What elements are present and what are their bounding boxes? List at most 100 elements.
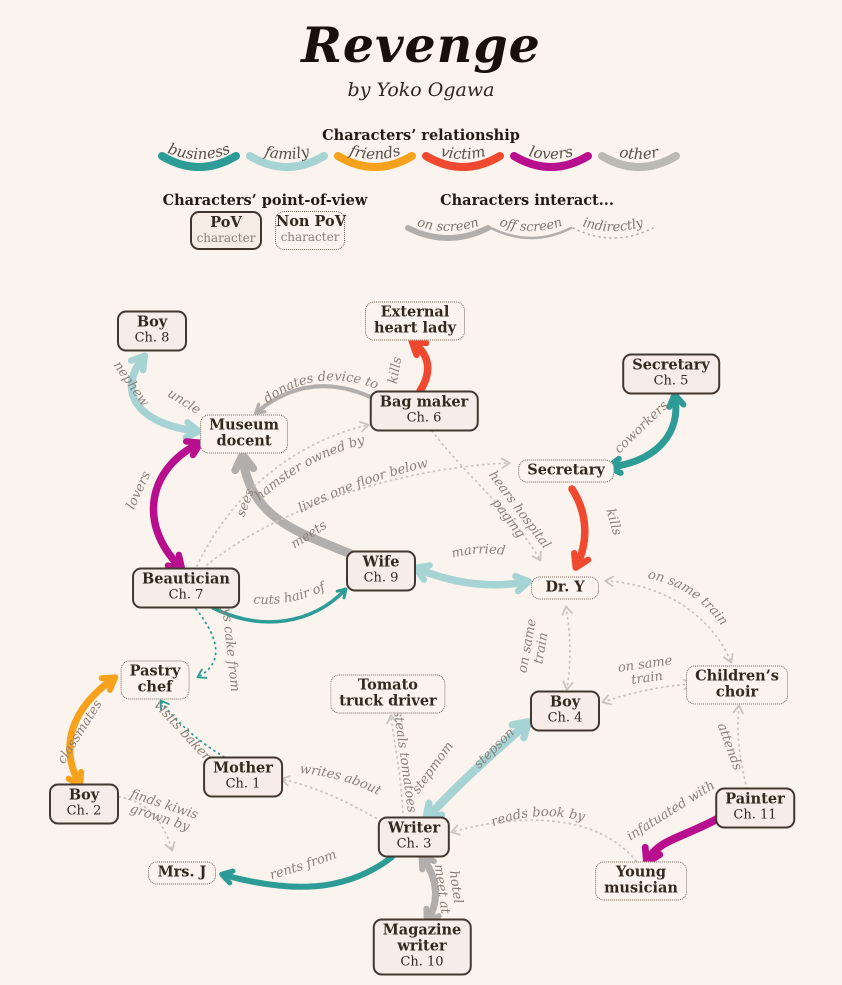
arrowhead	[254, 402, 267, 415]
legend-arc-label: family	[262, 142, 312, 163]
edge-train-dry-choir	[605, 580, 732, 663]
arrowhead	[562, 680, 574, 691]
legend-interact-label: off screen	[498, 215, 564, 235]
edge-label: stepson	[471, 725, 518, 772]
node-mrs-j: Mrs. J	[148, 861, 216, 885]
legend-arc-label: friends	[347, 141, 403, 163]
page-title: Revenge	[301, 16, 541, 74]
legend-arc-label: business	[166, 139, 233, 163]
legend-interact-heading: Characters interact...	[440, 192, 614, 209]
arrowhead	[723, 652, 734, 664]
edge-label: steals tomatoes	[390, 710, 419, 814]
arrowhead	[531, 550, 542, 562]
edge-meet-at-hotel	[419, 854, 439, 924]
edge-married	[414, 565, 530, 589]
edge-rents-from	[221, 854, 395, 890]
edge-kills-heart-lady	[410, 339, 432, 395]
legend-arc-victim	[422, 152, 504, 171]
edge-label: attends	[714, 721, 745, 773]
legend-pov-heading: Characters’ point-of-view	[162, 192, 368, 209]
arrowhead	[359, 421, 370, 433]
arrowhead	[335, 587, 348, 600]
edge-reads-book	[451, 819, 637, 862]
edge-label: on same train	[647, 568, 731, 629]
legend-interact-arc	[489, 226, 573, 240]
legend-arc-label: other	[618, 143, 661, 163]
arrowhead	[500, 457, 511, 469]
legend-relationship-heading: Characters’ relationship	[322, 127, 520, 144]
arrowhead	[561, 605, 573, 616]
arrowhead	[732, 704, 744, 715]
arrowhead	[450, 824, 461, 836]
arrowhead	[219, 868, 236, 886]
legend-arc-other	[598, 152, 680, 171]
edge-cuts-hair	[211, 588, 347, 624]
edge-label: writes about	[299, 762, 384, 799]
edge-stepmom-stepson	[423, 719, 531, 822]
edge-label: infatuated with	[624, 778, 717, 844]
edge-floor-below	[206, 462, 510, 566]
edge-label: rents from	[268, 847, 339, 883]
edge-sees-meets	[238, 453, 356, 559]
arrowhead	[386, 714, 398, 725]
edge-label: kills	[602, 507, 624, 537]
edge-label: stepmom	[409, 739, 457, 797]
edge-buys-cake	[195, 608, 217, 678]
arrowhead	[196, 668, 208, 679]
edge-label: cuts hair of	[253, 579, 330, 608]
legend-interact-arc	[405, 225, 491, 241]
legend-arc-label: victim	[439, 142, 487, 163]
arrowhead	[182, 419, 203, 441]
arrowhead	[231, 450, 258, 475]
edge-label: finds kiwisgrown by	[123, 787, 200, 837]
legend-interact-label: on screen	[415, 215, 480, 235]
edge-train-boy4-choir	[602, 683, 692, 703]
legend-arc-family	[246, 152, 328, 171]
edge-writes-about	[281, 778, 382, 822]
edge-attends	[737, 705, 748, 790]
edge-label: kills	[386, 355, 406, 385]
edge-classmates	[66, 675, 117, 787]
legend-arc-business	[158, 152, 240, 171]
edge-kills-dr-y	[568, 485, 589, 569]
arrowhead	[408, 337, 430, 359]
arrowhead	[508, 718, 533, 742]
arrowhead	[164, 841, 176, 852]
page-byline: by Yoko Ogawa	[347, 79, 495, 101]
edge-label: married	[450, 542, 506, 561]
legend-arc-label: lovers	[527, 142, 575, 163]
edge-label: uncle	[165, 386, 204, 418]
edge-infatuated	[644, 814, 723, 864]
arrowhead	[127, 352, 149, 374]
legend-arc-friends	[334, 152, 416, 171]
edge-hears-paging	[431, 430, 541, 561]
edge-label: reads book by	[489, 805, 587, 830]
edge-finds-kiwis	[118, 796, 173, 851]
legend-interact-label: indirectly	[581, 215, 646, 235]
edge-lovers	[149, 440, 202, 571]
edge-donates-device	[255, 384, 381, 414]
arrowhead	[512, 572, 533, 595]
arrowhead	[98, 674, 119, 693]
node-secretary: Secretary	[518, 459, 614, 483]
